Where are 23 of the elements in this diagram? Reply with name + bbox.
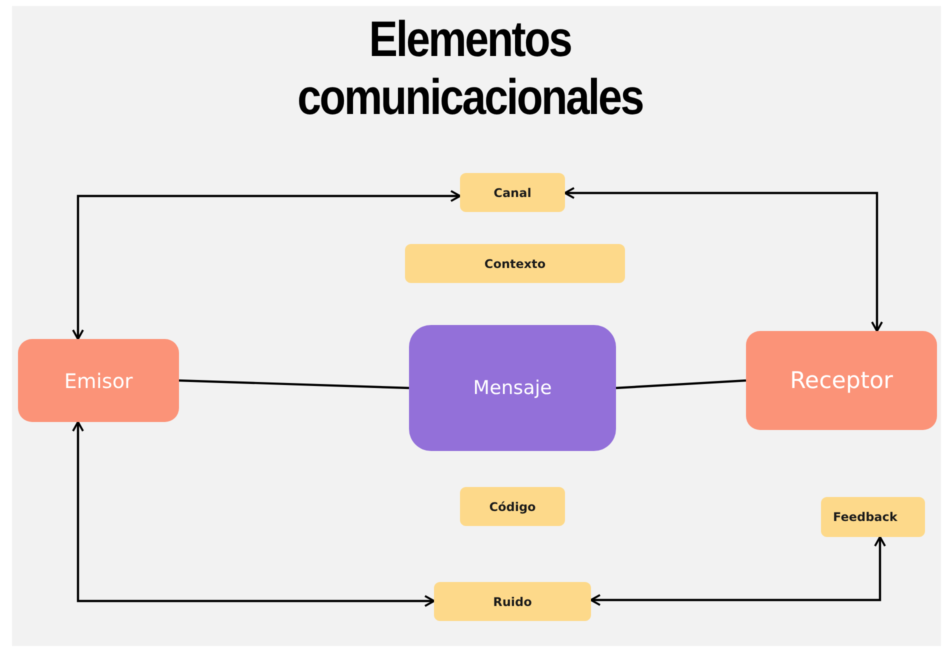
node-label: Ruido <box>493 594 532 608</box>
message-box <box>409 325 616 451</box>
node-label: Canal <box>494 186 532 200</box>
node-label: Feedback <box>833 510 898 524</box>
node-label: Receptor <box>790 368 894 394</box>
arrow <box>72 190 461 340</box>
label-box <box>460 487 565 526</box>
role-box <box>18 339 179 422</box>
connector-line <box>178 379 410 390</box>
role-box <box>746 331 937 430</box>
title: Elementos comunicacionales <box>296 10 644 126</box>
arrow <box>72 421 435 607</box>
node-label: Emisor <box>64 368 133 392</box>
label-box <box>405 244 625 283</box>
arrow <box>564 187 883 332</box>
arrow <box>590 536 886 606</box>
node-label: Código <box>489 500 536 514</box>
label-box <box>460 173 565 212</box>
label-box <box>434 582 591 621</box>
connector-line <box>616 379 746 390</box>
label-box <box>821 497 925 537</box>
node-label: Mensaje <box>473 377 552 399</box>
node-label: Contexto <box>484 256 546 270</box>
